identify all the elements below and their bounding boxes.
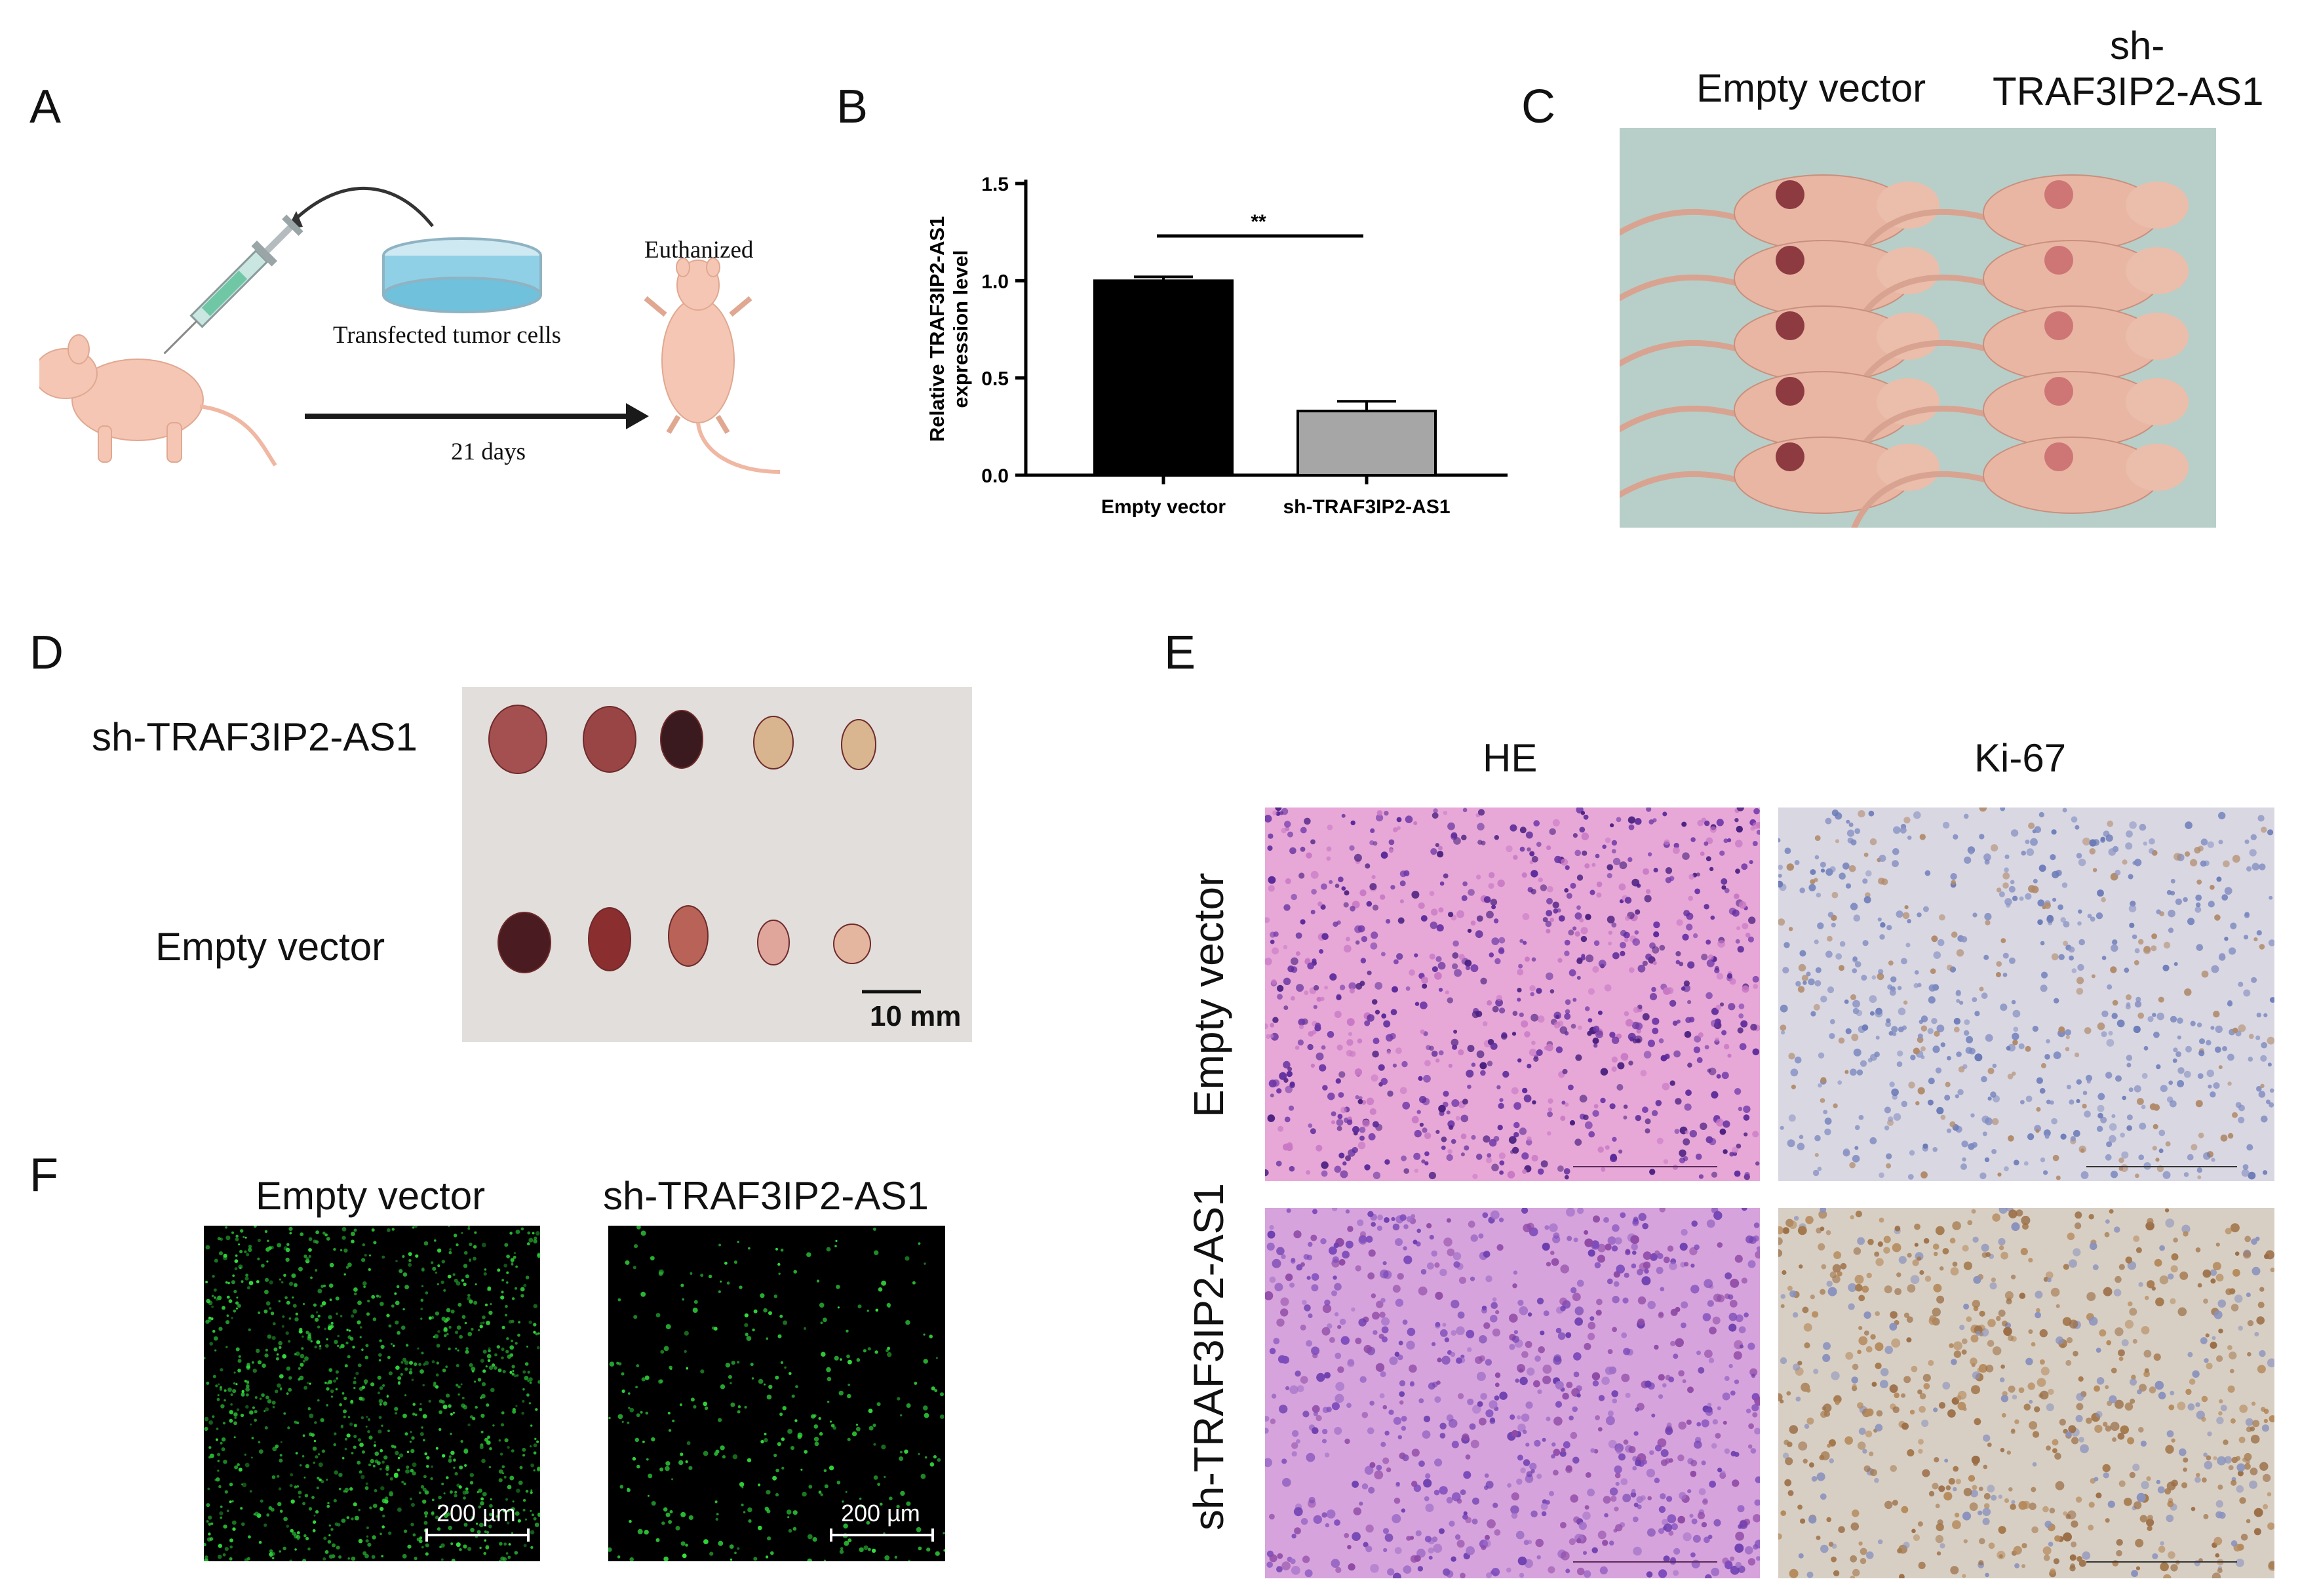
bar [1296,410,1437,477]
tumor-sample [583,706,636,773]
mouse-tail [1851,471,1995,528]
f-scale-right: 200 µm [841,1500,920,1527]
mouse-head [1877,313,1939,360]
tumor-mark [1776,442,1804,471]
y-axis-label-line1: Relative TRAF3IP2-AS1 [926,216,948,442]
panel-letter-d: D [29,627,64,679]
tumor-sample [660,710,703,769]
c-label-sh-line1: sh- [2110,24,2165,68]
mouse-tail [1620,208,1745,236]
e-row-sh: sh-TRAF3IP2-AS1 [1185,1183,1232,1530]
tumor-mark [1776,377,1804,406]
bar [1093,279,1234,477]
d-label-sh: sh-TRAF3IP2-AS1 [92,715,418,759]
mouse-head [1877,444,1939,491]
d-scale-label: 10 mm [870,1000,962,1032]
panel-letter-b: B [836,81,868,133]
mouse-head [2126,247,2189,294]
mouse-head [1877,182,1939,229]
mouse-head [2126,378,2189,425]
tumor-photo: 10 mm [462,687,972,1042]
mouse-head [2126,313,2189,360]
panel-a-schematic [33,164,826,492]
c-label-empty: Empty vector [1696,66,1926,110]
tumor-sample [588,907,631,971]
d-label-empty: Empty vector [155,925,385,969]
mice-photo [1620,128,2216,528]
c-label-sh-line2: TRAF3IP2-AS1 [1993,69,2264,113]
y-tick-label: 1.5 [981,174,1009,195]
tumor-mark [2044,311,2073,340]
y-axis-label-line2: expression level [949,250,972,408]
mouse-head [2126,182,2189,229]
tumor-sample [488,705,547,774]
euthanized-label: Euthanized [644,237,754,263]
tumor-mark [2044,246,2073,275]
tumor-sample [668,905,709,967]
tumor-sample [753,716,794,769]
tumor-mark [1776,246,1804,275]
he-empty-image [1265,808,1760,1181]
panel-letter-e: E [1164,627,1196,679]
ki67-sh-image [1778,1208,2274,1578]
y-tick-label: 0.5 [981,368,1009,390]
mouse-tail [1620,340,1745,367]
y-tick-label: 1.0 [981,271,1009,292]
curved-arrow-icon [294,186,434,227]
syringe-icon [163,214,303,355]
days-label: 21 days [451,438,526,465]
tumor-mark [2044,377,2073,406]
petri-dish-icon [382,237,542,313]
mouse-icon [33,334,277,467]
x-tick-label: sh-TRAF3IP2-AS1 [1283,496,1450,518]
mouse-tail [1620,471,1745,498]
mouse-head [1877,247,1939,294]
e-col-ki67: Ki-67 [1974,736,2067,780]
panel-letter-a: A [29,81,62,133]
panel-letter-c: C [1521,81,1555,133]
mouse-head [1877,378,1939,425]
e-col-he: HE [1483,736,1538,780]
tumor-sample [497,912,551,973]
fluor-sh-image: 200 µm [608,1226,945,1561]
tumor-sample [841,719,876,770]
he-sh-image [1265,1208,1760,1578]
mouse-head [2126,444,2189,491]
f-scale-left: 200 µm [437,1500,516,1527]
f-label-sh: sh-TRAF3IP2-AS1 [603,1174,929,1218]
x-tick-label: Empty vector [1101,496,1226,518]
tumor-mark [2044,180,2073,209]
f-label-empty: Empty vector [256,1174,486,1218]
significance-label: ** [1251,211,1266,233]
schematic-illustration [33,186,781,474]
cells-label: Transfected tumor cells [333,322,561,349]
y-tick-label: 0.0 [981,465,1009,487]
tumor-mark [1776,180,1804,209]
euthanized-mouse-icon [644,258,781,474]
tumor-sample [757,920,790,965]
tumor-mark [2044,442,2073,471]
e-row-empty: Empty vector [1185,872,1232,1118]
mouse-tail [1620,274,1745,302]
tumor-sample [833,924,871,964]
tumor-mark [1776,311,1804,340]
ki67-empty-image [1778,808,2274,1181]
fluor-empty-image: 200 µm [204,1226,540,1561]
panel-letter-f: F [29,1149,58,1201]
mouse-tail [1620,405,1745,433]
